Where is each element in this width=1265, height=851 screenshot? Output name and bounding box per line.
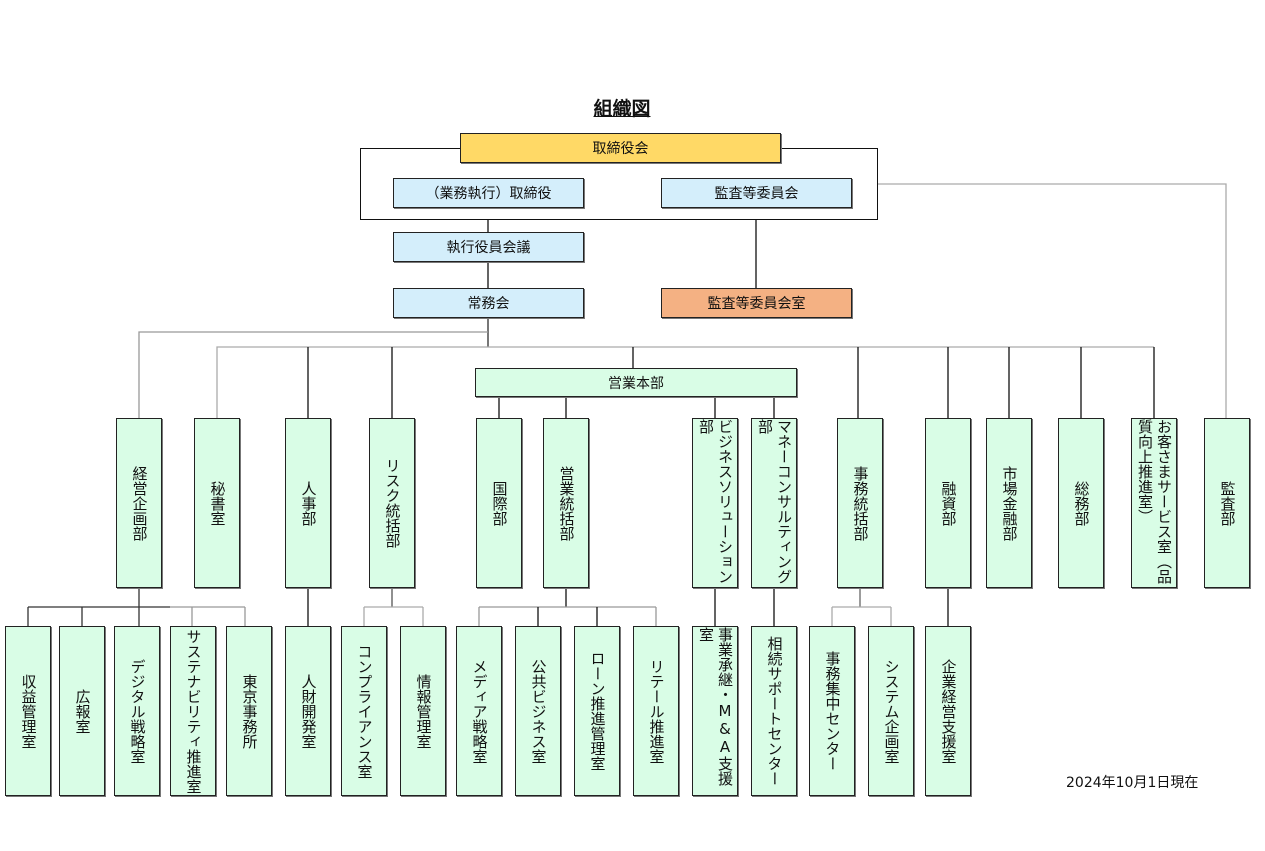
connector <box>170 606 246 626</box>
connector <box>537 607 598 626</box>
sub-unit-box: 公共ビジネス室 <box>515 626 561 796</box>
sub-unit-box: サステナビリティ推進室 <box>170 626 216 796</box>
sub-unit-box: 企業経営支援室 <box>925 626 971 796</box>
department-box: 市場金融部 <box>986 418 1032 588</box>
department-box: 監査部 <box>1204 418 1250 588</box>
audit-committee: 監査等委員会 <box>661 178 852 208</box>
board-of-directors: 取締役会 <box>460 133 781 163</box>
sub-unit-box: 情報管理室 <box>400 626 446 796</box>
sub-unit-box: 事業承継・M&A支援室 <box>692 626 738 796</box>
department-box: 人事部 <box>285 418 331 588</box>
department-box: 事務統括部 <box>837 418 883 588</box>
department-box: 経営企画部 <box>116 418 162 588</box>
connector <box>307 347 1155 418</box>
connector <box>831 606 892 626</box>
sub-unit-box: デジタル戦略室 <box>114 626 160 796</box>
connector <box>216 346 488 418</box>
sub-unit-box: リテール推進室 <box>633 626 679 796</box>
sub-unit-box: ローン推進管理室 <box>574 626 620 796</box>
department-box: マネーコンサルティング部 <box>751 418 797 588</box>
department-box: 営業統括部 <box>543 418 589 588</box>
connector <box>498 397 775 418</box>
sub-unit-box: 東京事務所 <box>226 626 272 796</box>
executive-directors: （業務執行）取締役 <box>393 178 584 208</box>
department-box: 総務部 <box>1058 418 1104 588</box>
executive-officers-meeting: 執行役員会議 <box>393 232 584 262</box>
audit-committee-office: 監査等委員会室 <box>661 288 852 318</box>
managing-committee: 常務会 <box>393 288 584 318</box>
connector <box>363 606 424 626</box>
sub-unit-box: 人財開発室 <box>285 626 331 796</box>
sub-unit-box: 収益管理室 <box>5 626 51 796</box>
sales-headquarters: 営業本部 <box>475 368 797 397</box>
department-box: 国際部 <box>476 418 522 588</box>
sub-unit-box: 広報室 <box>59 626 105 796</box>
connector <box>714 588 775 626</box>
department-box: リスク統括部 <box>369 418 415 588</box>
sub-unit-box: システム企画室 <box>868 626 914 796</box>
department-box: 秘書室 <box>194 418 240 588</box>
sub-unit-box: コンプライアンス室 <box>341 626 387 796</box>
connector <box>27 588 170 626</box>
connector <box>878 183 1227 418</box>
sub-unit-box: 事務集中センター <box>809 626 855 796</box>
page-title: 組織図 <box>593 98 651 120</box>
connector <box>478 606 657 626</box>
department-box: お客さまサービス室（品質向上推進室） <box>1131 418 1177 588</box>
connector <box>138 331 488 418</box>
sub-unit-box: 相続サポートセンター <box>751 626 797 796</box>
department-box: 融資部 <box>925 418 971 588</box>
sub-unit-box: メディア戦略室 <box>456 626 502 796</box>
as-of-date: 2024年10月1日現在 <box>1066 775 1199 791</box>
department-box: ビジネスソリューション部 <box>692 418 738 588</box>
